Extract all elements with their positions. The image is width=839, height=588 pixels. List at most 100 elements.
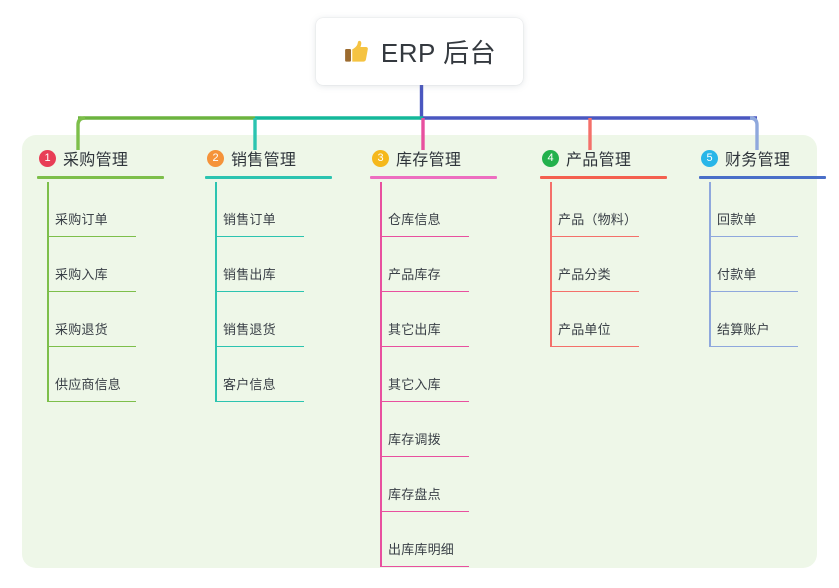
item-spine xyxy=(550,237,552,292)
list-item-label: 产品单位 xyxy=(558,322,611,337)
list-item-label: 库存盘点 xyxy=(388,487,441,502)
list-item-underline xyxy=(709,235,798,237)
list-item-underline xyxy=(380,510,469,512)
list-item-underline xyxy=(550,235,639,237)
list-item[interactable]: 采购退货 xyxy=(22,292,182,347)
column-badge-3: 3 xyxy=(372,149,389,167)
item-spine xyxy=(380,292,382,347)
list-item-label: 销售出库 xyxy=(223,267,276,282)
list-item[interactable]: 产品分类 xyxy=(525,237,685,292)
column-underline-2 xyxy=(205,176,332,179)
list-item[interactable]: 产品单位 xyxy=(525,292,685,347)
list-item[interactable]: 其它入库 xyxy=(355,347,515,402)
list-item[interactable]: 付款单 xyxy=(684,237,839,292)
column-underline-1 xyxy=(37,176,164,179)
list-item-underline xyxy=(550,345,639,347)
list-item-label: 产品分类 xyxy=(558,267,611,282)
list-item[interactable]: 仓库信息 xyxy=(355,182,515,237)
list-item[interactable]: 销售订单 xyxy=(190,182,350,237)
list-item-label: 结算账户 xyxy=(717,322,770,337)
list-item-label: 库存调拨 xyxy=(388,432,441,447)
list-item-label: 客户信息 xyxy=(223,377,276,392)
column-title-2: 销售管理 xyxy=(231,152,297,169)
column-header-1[interactable]: 1 采购管理 xyxy=(39,146,128,170)
item-spine xyxy=(215,237,217,292)
column-underline-3 xyxy=(370,176,497,179)
list-item[interactable]: 库存调拨 xyxy=(355,402,515,457)
column-title-1: 采购管理 xyxy=(63,152,129,169)
item-spine xyxy=(709,182,711,237)
column-items-1: 采购订单采购入库采购退货供应商信息 xyxy=(22,182,182,402)
list-item-underline xyxy=(215,400,304,402)
list-item-label: 采购订单 xyxy=(55,212,108,227)
column-container: 1 采购管理采购订单采购入库采购退货供应商信息 2 销售管理销售订单销售出库销售退货客… xyxy=(22,135,826,568)
list-item-underline xyxy=(215,235,304,237)
list-item-underline xyxy=(380,290,469,292)
list-item-underline xyxy=(215,345,304,347)
item-spine xyxy=(380,182,382,237)
root-node-content: ERP 后台 xyxy=(343,33,496,70)
list-item-label: 销售退货 xyxy=(223,322,276,337)
root-title: ERP 后台 xyxy=(380,38,497,68)
item-spine xyxy=(550,292,552,347)
list-item[interactable]: 采购入库 xyxy=(22,237,182,292)
list-item-label: 付款单 xyxy=(717,267,757,282)
item-spine xyxy=(47,182,49,237)
column-items-2: 销售订单销售出库销售退货客户信息 xyxy=(190,182,350,402)
list-item[interactable]: 供应商信息 xyxy=(22,347,182,402)
root-node[interactable]: ERP 后台 xyxy=(316,18,523,85)
list-item-underline xyxy=(380,345,469,347)
list-item[interactable]: 回款单 xyxy=(684,182,839,237)
list-item-label: 出库库明细 xyxy=(388,542,455,557)
item-spine xyxy=(47,347,49,402)
column-items-3: 仓库信息产品库存其它出库其它入库库存调拨库存盘点出库库明细 xyxy=(355,182,515,567)
list-item-underline xyxy=(380,565,469,567)
list-item[interactable]: 库存盘点 xyxy=(355,457,515,512)
list-item[interactable]: 客户信息 xyxy=(190,347,350,402)
item-spine xyxy=(215,182,217,237)
item-spine xyxy=(47,237,49,292)
list-item-label: 其它出库 xyxy=(388,322,441,337)
list-item-underline xyxy=(550,290,639,292)
list-item[interactable]: 采购订单 xyxy=(22,182,182,237)
list-item-label: 采购退货 xyxy=(55,322,108,337)
column-title-5: 财务管理 xyxy=(725,152,791,169)
column-badge-2: 2 xyxy=(207,149,224,167)
item-spine xyxy=(47,292,49,347)
list-item[interactable]: 结算账户 xyxy=(684,292,839,347)
item-spine xyxy=(380,512,382,567)
item-spine xyxy=(380,402,382,457)
list-item-underline xyxy=(47,290,136,292)
item-spine xyxy=(380,237,382,292)
thumbs-up-icon xyxy=(345,40,368,62)
list-item-underline xyxy=(380,455,469,457)
item-spine xyxy=(709,237,711,292)
list-item-underline xyxy=(47,400,136,402)
list-item-label: 仓库信息 xyxy=(388,212,441,227)
item-spine xyxy=(380,457,382,512)
list-item[interactable]: 销售退货 xyxy=(190,292,350,347)
list-item[interactable]: 其它出库 xyxy=(355,292,515,347)
list-item-underline xyxy=(47,345,136,347)
column-title-4: 产品管理 xyxy=(566,152,632,169)
list-item-underline xyxy=(380,235,469,237)
list-item-label: 其它入库 xyxy=(388,377,441,392)
list-item-label: 销售订单 xyxy=(223,212,276,227)
column-underline-5 xyxy=(699,176,826,179)
column-header-2[interactable]: 2 销售管理 xyxy=(207,146,296,170)
column-badge-1: 1 xyxy=(39,149,56,167)
list-item[interactable]: 产品库存 xyxy=(355,237,515,292)
item-spine xyxy=(215,347,217,402)
list-item[interactable]: 销售出库 xyxy=(190,237,350,292)
list-item[interactable]: 出库库明细 xyxy=(355,512,515,567)
item-spine xyxy=(709,292,711,347)
list-item[interactable]: 产品（物料） xyxy=(525,182,685,237)
list-item-underline xyxy=(709,290,798,292)
list-item-label: 回款单 xyxy=(717,212,757,227)
list-item-label: 产品库存 xyxy=(388,267,441,282)
list-item-underline xyxy=(709,345,798,347)
